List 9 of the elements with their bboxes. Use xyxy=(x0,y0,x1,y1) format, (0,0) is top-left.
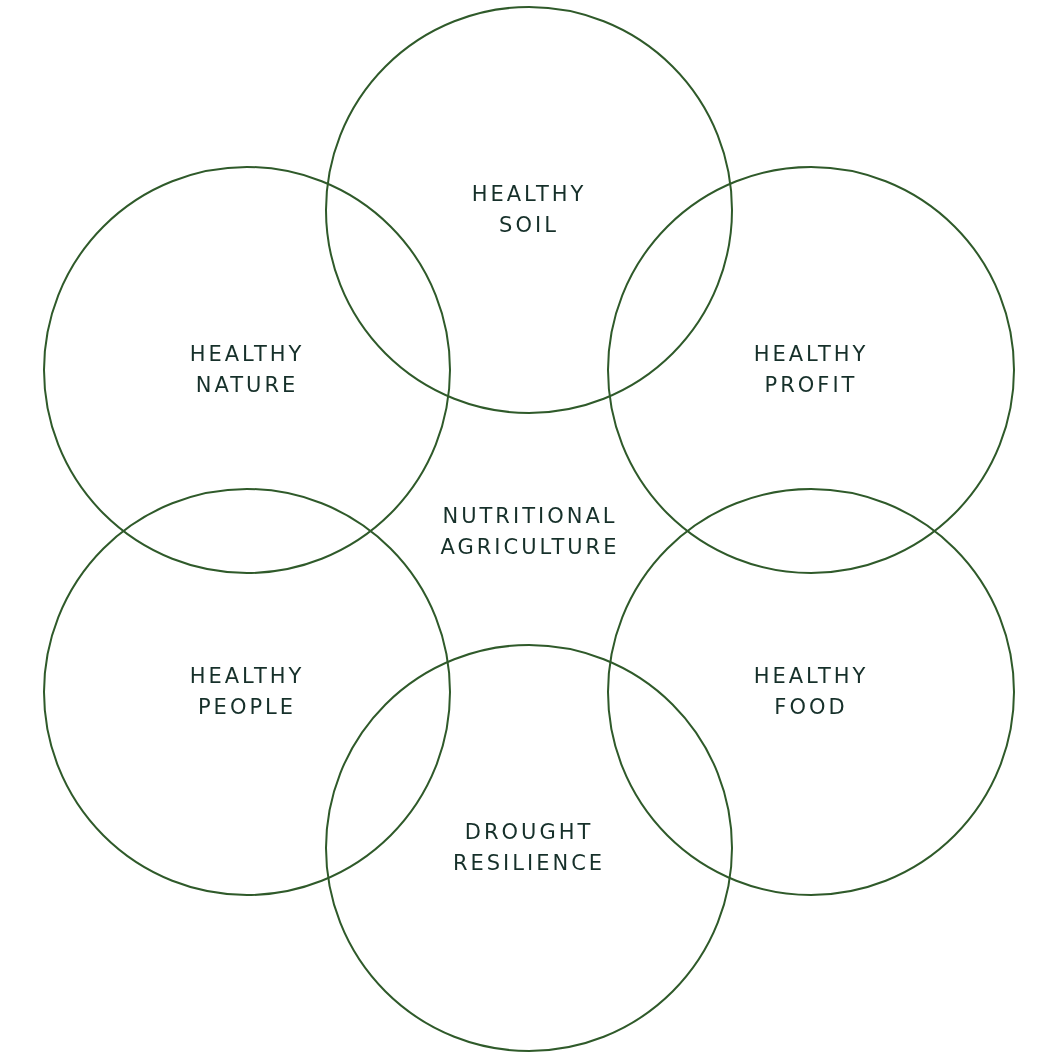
center-label: NUTRITIONAL AGRICULTURE xyxy=(440,503,620,561)
circle-node xyxy=(325,6,733,414)
circle-label: HEALTHY PROFIT xyxy=(753,341,869,399)
circle-label: HEALTHY PEOPLE xyxy=(189,663,305,721)
circle-label: HEALTHY FOOD xyxy=(753,663,869,721)
circle-label: HEALTHY NATURE xyxy=(189,341,305,399)
circle-label: DROUGHT RESILIENCE xyxy=(452,819,606,877)
circle-node xyxy=(325,644,733,1052)
circle-label: HEALTHY SOIL xyxy=(471,181,587,239)
